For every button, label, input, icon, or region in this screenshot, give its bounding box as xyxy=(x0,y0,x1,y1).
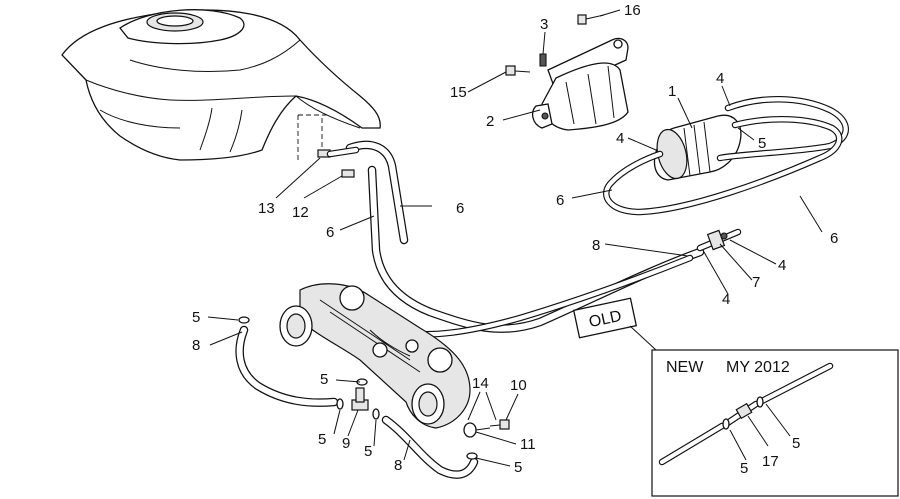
callout-5-g: 5 xyxy=(740,460,748,477)
hose-8-lower-right xyxy=(381,415,479,479)
callout-14: 14 xyxy=(472,375,489,392)
callout-6-a: 6 xyxy=(556,192,564,209)
carbon-canister xyxy=(653,114,742,181)
callout-9: 9 xyxy=(342,435,350,452)
callout-12: 12 xyxy=(292,204,309,221)
callout-5-e: 5 xyxy=(364,443,372,460)
callout-7: 7 xyxy=(752,274,760,291)
callout-13: 13 xyxy=(258,200,275,217)
leader-lines xyxy=(207,9,823,467)
screw-16 xyxy=(577,14,605,25)
callout-4-c: 4 xyxy=(778,257,786,274)
callout-4-b: 4 xyxy=(616,130,624,147)
banjo-union-11 xyxy=(463,422,491,438)
callout-5-b: 5 xyxy=(192,309,200,326)
inset-new-my2012: NEW MY 2012 xyxy=(651,349,899,497)
callout-15: 15 xyxy=(450,84,467,101)
t-fitting-9 xyxy=(351,387,369,411)
callout-4-a: 4 xyxy=(716,70,724,87)
screw-3 xyxy=(539,53,547,67)
my-label: MY 2012 xyxy=(726,359,790,376)
callout-10: 10 xyxy=(510,377,527,394)
callout-5-h: 5 xyxy=(792,435,800,452)
screw-15 xyxy=(505,65,531,76)
callout-8-c: 8 xyxy=(394,457,402,474)
new-label: NEW xyxy=(666,359,704,376)
fuel-tank xyxy=(61,9,381,161)
tank-fittings xyxy=(317,146,360,178)
hose-6-front xyxy=(345,140,705,333)
callout-6-c: 6 xyxy=(456,200,464,217)
callout-11: 11 xyxy=(520,436,536,453)
callout-4-d: 4 xyxy=(722,291,730,308)
callout-5-c: 5 xyxy=(320,371,328,388)
callout-2: 2 xyxy=(486,113,494,130)
callout-6-d: 6 xyxy=(326,224,334,241)
screw-10 xyxy=(489,419,510,430)
callout-8-a: 8 xyxy=(592,237,600,254)
hose-8-lower-left xyxy=(235,325,339,407)
callout-6-b: 6 xyxy=(830,230,838,247)
callout-17: 17 xyxy=(762,453,779,470)
callout-16: 16 xyxy=(624,2,641,19)
callout-5-d: 5 xyxy=(318,431,326,448)
valve-7 xyxy=(696,228,742,252)
throttle-body-assembly xyxy=(279,283,471,429)
callout-3: 3 xyxy=(540,16,548,33)
old-box: OLD xyxy=(572,297,657,351)
callout-1: 1 xyxy=(668,83,676,100)
callout-5-a: 5 xyxy=(758,135,766,152)
callout-5-f: 5 xyxy=(514,459,522,476)
canister-bracket xyxy=(531,37,629,131)
callout-8-b: 8 xyxy=(192,337,200,354)
clamps-5 xyxy=(238,316,478,460)
old-label: OLD xyxy=(587,308,623,331)
hose-6-rear xyxy=(603,96,849,216)
callout-labels: 1 2 3 4 4 4 4 5 5 5 5 5 5 5 5 6 6 6 6 7 … xyxy=(192,2,838,477)
